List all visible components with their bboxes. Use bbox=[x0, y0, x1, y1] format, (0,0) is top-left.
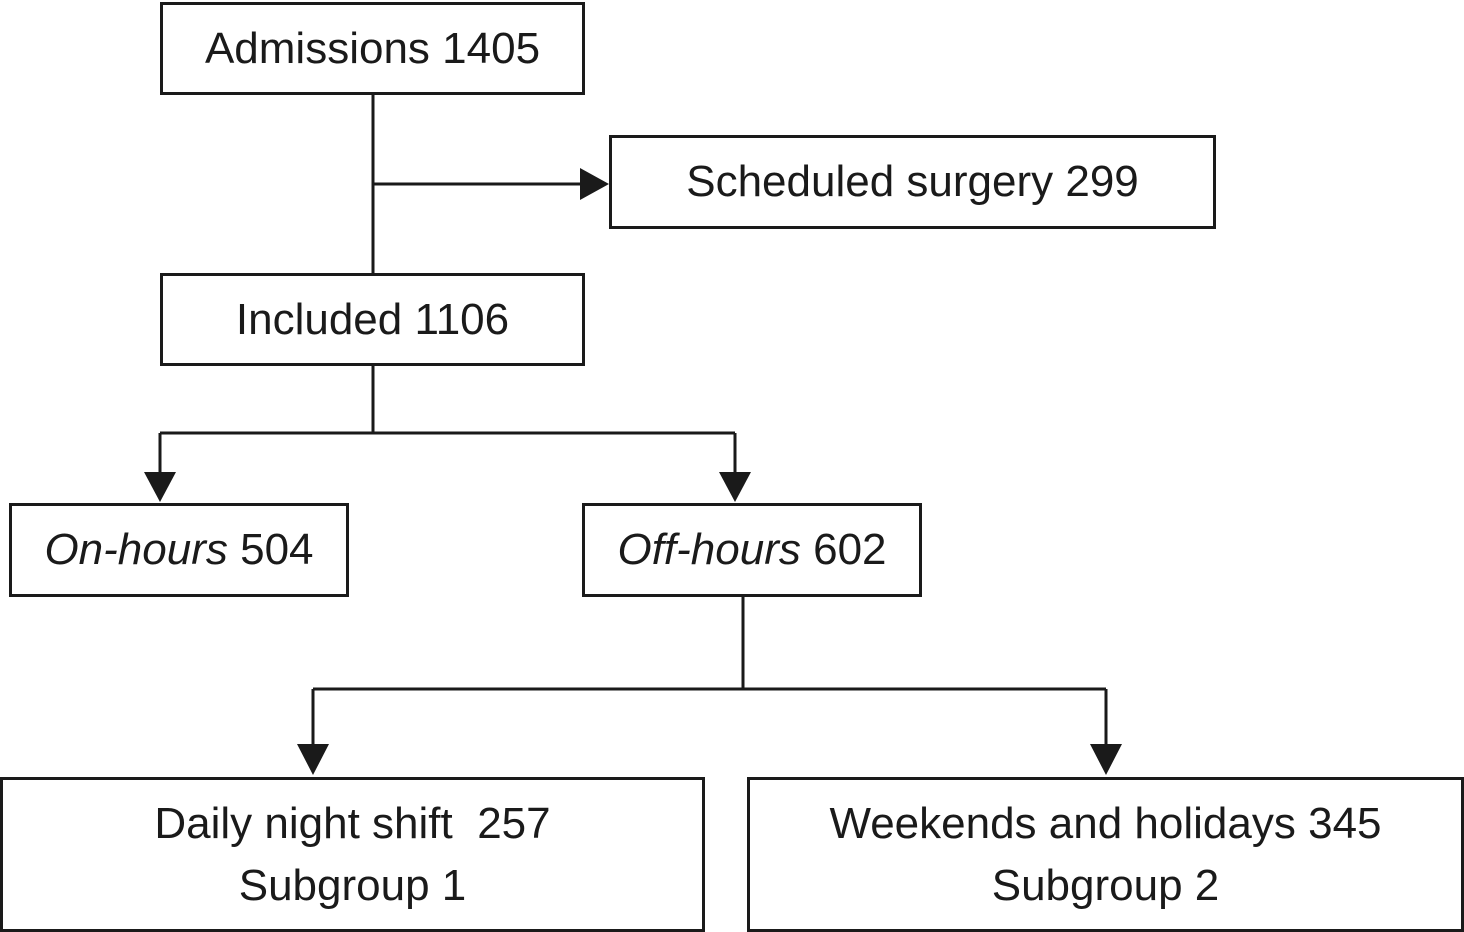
weekends-holidays-text: Weekends and holidays 345 bbox=[829, 793, 1381, 855]
weekends-holidays-label: Weekends and holidays bbox=[829, 798, 1296, 848]
arrowhead-night bbox=[297, 744, 329, 775]
daily-night-shift-text: Daily night shift 257 bbox=[154, 793, 550, 855]
weekends-holidays-box: Weekends and holidays 345 Subgroup 2 bbox=[747, 777, 1464, 932]
off-hours-label: Off-hours bbox=[617, 525, 801, 575]
on-hours-text: On-hours 504 bbox=[44, 519, 313, 581]
scheduled-surgery-box: Scheduled surgery 299 bbox=[609, 135, 1216, 229]
included-count: 1106 bbox=[414, 294, 510, 344]
on-hours-box: On-hours 504 bbox=[9, 503, 349, 597]
daily-night-shift-count: 257 bbox=[477, 798, 551, 848]
on-hours-count: 504 bbox=[240, 525, 314, 575]
daily-night-shift-box: Daily night shift 257 Subgroup 1 bbox=[0, 777, 705, 932]
included-text: Included 1106 bbox=[236, 289, 509, 351]
arrowhead-weekends bbox=[1090, 744, 1122, 775]
arrowhead-scheduled bbox=[580, 168, 609, 200]
admissions-count: 1405 bbox=[442, 23, 541, 73]
off-hours-count: 602 bbox=[813, 525, 887, 575]
included-label: Included bbox=[235, 294, 403, 344]
subgroup-2-label: Subgroup 2 bbox=[991, 860, 1220, 910]
admissions-text: Admissions 1405 bbox=[205, 18, 540, 80]
off-hours-text: Off-hours 602 bbox=[617, 519, 886, 581]
scheduled-surgery-label: Scheduled surgery bbox=[686, 157, 1054, 207]
subgroup-1-label: Subgroup 1 bbox=[238, 860, 467, 910]
included-box: Included 1106 bbox=[160, 273, 585, 366]
scheduled-surgery-count: 299 bbox=[1065, 157, 1139, 207]
weekends-holidays-count: 345 bbox=[1308, 798, 1382, 848]
arrowhead-onhours bbox=[144, 472, 176, 502]
admissions-label: Admissions bbox=[204, 23, 430, 73]
scheduled-surgery-text: Scheduled surgery 299 bbox=[686, 151, 1139, 213]
daily-night-shift-label: Daily night shift bbox=[154, 798, 453, 848]
off-hours-box: Off-hours 602 bbox=[582, 503, 922, 597]
on-hours-label: On-hours bbox=[44, 525, 228, 575]
admissions-box: Admissions 1405 bbox=[160, 2, 585, 95]
arrowhead-offhours bbox=[719, 472, 751, 502]
